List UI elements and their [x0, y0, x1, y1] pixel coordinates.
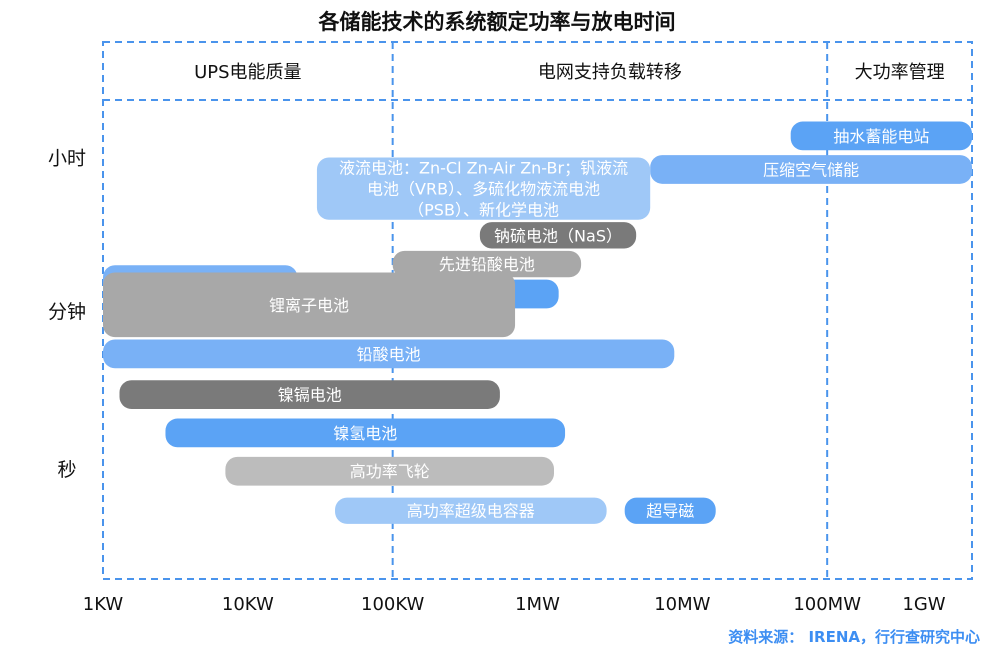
chart-title: 各储能技术的系统额定功率与放电时间 — [318, 10, 676, 34]
bar-label: 抽水蓄能电站 — [833, 127, 929, 146]
bar-label: 压缩空气储能 — [763, 160, 859, 179]
x-axis-ticks: 1KW 10KW 100KW 1MW 10MW 100MW 1GW — [83, 594, 946, 615]
bar-label: 电池（VRB）、多硫化物液流电池 — [367, 180, 600, 199]
y-tick-label: 秒 — [57, 459, 76, 481]
bar-label: 钠硫电池（NaS） — [494, 226, 622, 245]
bar-label: （PSB）、新化学电池 — [408, 201, 559, 220]
bar-label: 先进铅酸电池 — [439, 255, 535, 274]
x-tick-label: 100KW — [361, 594, 425, 615]
bar-label: 镍氢电池 — [333, 424, 397, 443]
range-bar — [225, 456, 555, 486]
x-tick-label: 100MW — [793, 594, 861, 615]
source-note: 资料来源： IRENA，行行查研究中心 — [728, 628, 980, 646]
range-bar — [103, 272, 516, 338]
region-label: 电网支持负载转移 — [538, 62, 682, 83]
y-tick-label: 分钟 — [48, 301, 86, 323]
range-bar — [103, 339, 675, 369]
range-bar — [624, 497, 716, 524]
x-tick-label: 1GW — [902, 594, 945, 615]
bar-label: 铅酸电池 — [357, 345, 421, 364]
range-bar — [479, 222, 637, 249]
y-tick-label: 小时 — [48, 147, 86, 169]
bar-label: 高功率超级电容器 — [407, 502, 535, 521]
bar-label: 液流电池：Zn-Cl Zn-Air Zn-Br；钒液流 — [339, 159, 628, 178]
bar-label: 镍镉电池 — [278, 386, 342, 405]
range-bar — [165, 418, 566, 448]
x-tick-label: 1KW — [83, 594, 124, 615]
region-layer: UPS电能质量 电网支持负载转移 大功率管理 — [102, 41, 973, 580]
region-label: UPS电能质量 — [194, 62, 301, 83]
range-bar — [392, 250, 582, 278]
range-bar — [650, 155, 972, 184]
region-label: 大功率管理 — [855, 62, 945, 83]
plot-border — [102, 41, 973, 580]
x-tick-label: 10KW — [222, 594, 274, 615]
x-tick-label: 10MW — [654, 594, 710, 615]
x-tick-label: 1MW — [515, 594, 560, 615]
range-bar — [790, 121, 972, 151]
range-bar — [119, 380, 500, 409]
range-bar — [335, 497, 607, 524]
bar-label: 超导磁 — [646, 502, 694, 521]
bar-label: 锂离子电池 — [269, 296, 349, 315]
bar-label: 高功率飞轮 — [350, 462, 430, 481]
range-bar — [316, 157, 651, 220]
